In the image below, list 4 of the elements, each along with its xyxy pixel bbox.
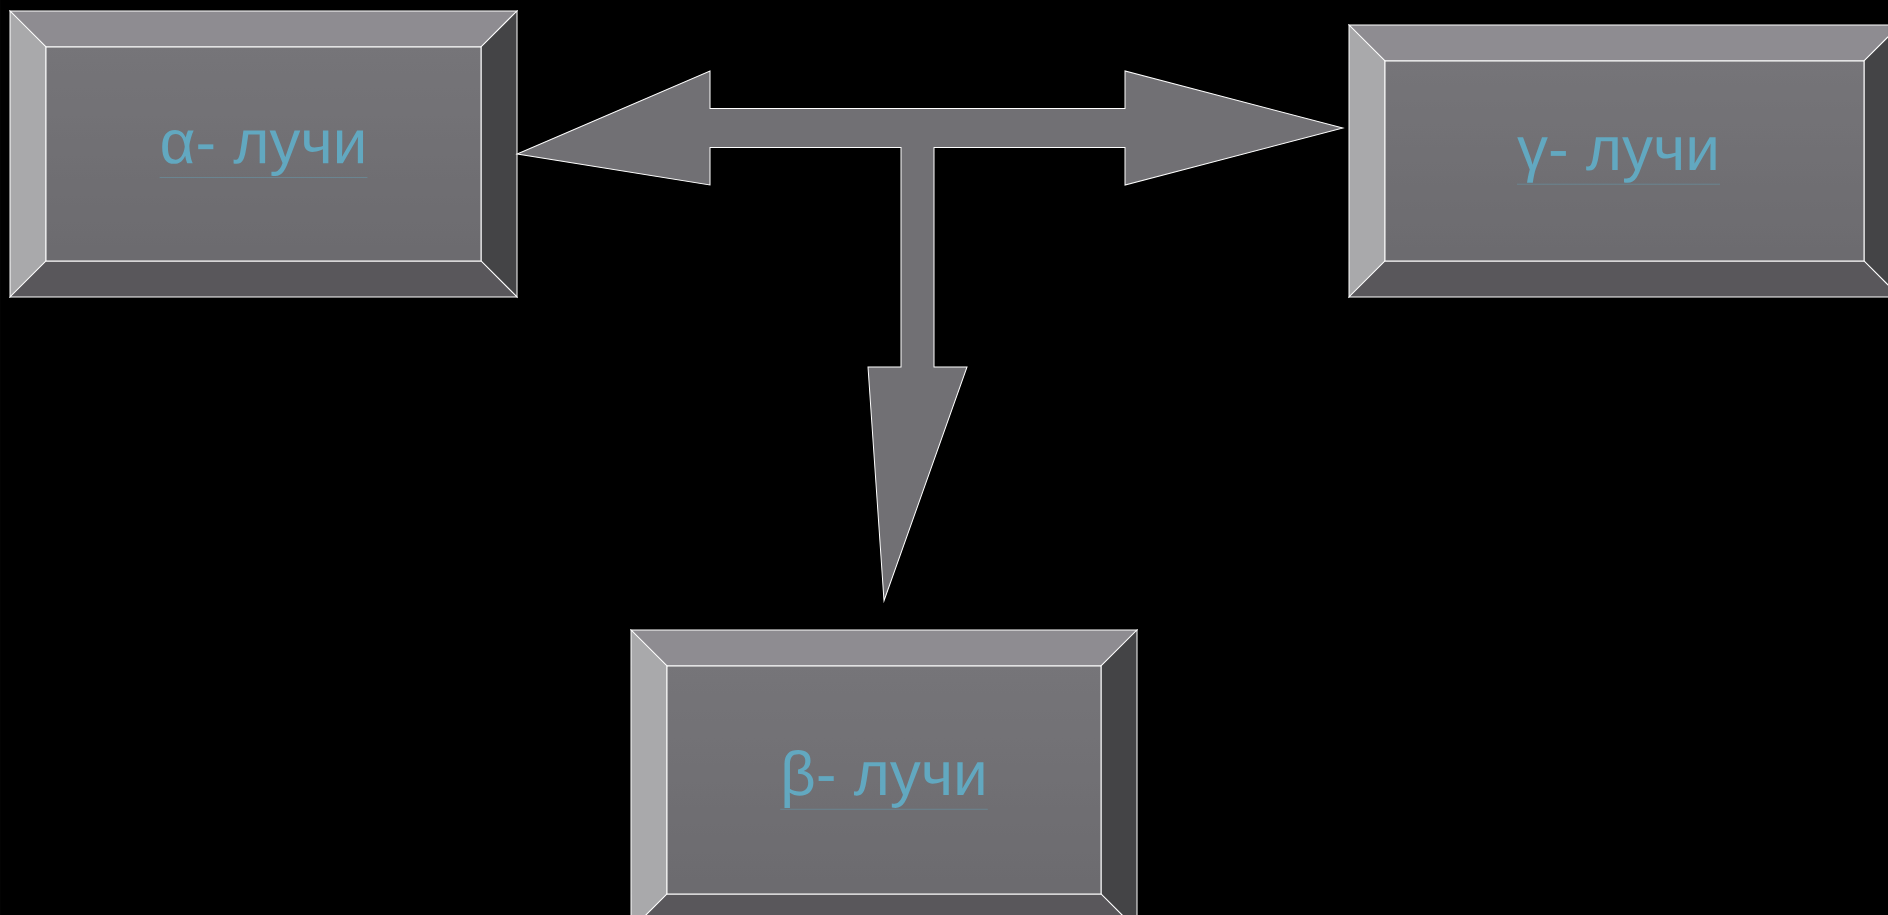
arrow xyxy=(516,70,1344,602)
bevel-box: γ- лучи xyxy=(1348,24,1888,298)
bevel-box: α- лучи xyxy=(9,10,518,298)
bevel-box: β- лучи xyxy=(630,629,1138,915)
